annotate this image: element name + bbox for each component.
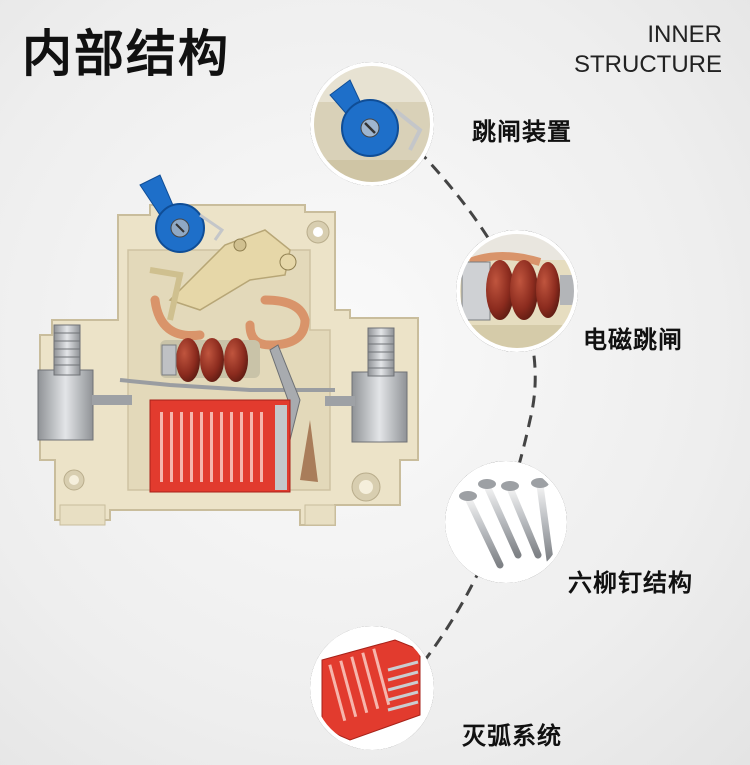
callout-label-arc-chute: 灭弧系统 <box>462 722 562 750</box>
arc-chute <box>149 399 291 493</box>
callout-label-coil: 电磁跳闸 <box>583 326 683 354</box>
callout-label-rivets: 六柳钉结构 <box>568 569 693 597</box>
blue-trip-lever <box>139 174 225 253</box>
right-terminal <box>325 327 408 443</box>
copper-braid <box>150 295 205 341</box>
rivet-icon <box>501 481 542 559</box>
callout-rivets <box>445 461 567 583</box>
callout-arc-chute <box>310 626 434 750</box>
left-terminal <box>37 324 132 441</box>
page-title: 内部结构 <box>22 25 230 83</box>
connector-curve <box>416 148 537 661</box>
callout-coil <box>456 230 578 352</box>
page-subtitle-en: INNER STRUCTURE <box>574 20 722 80</box>
latch-linkage <box>149 229 297 321</box>
copper-braid <box>245 295 310 350</box>
callout-label-trip-device: 跳闸装置 <box>472 118 572 146</box>
callout-trip-device <box>310 62 434 186</box>
rivet-icon <box>459 491 504 569</box>
subtitle-line-1: INNER <box>647 21 722 48</box>
electromagnetic-coil <box>160 338 260 382</box>
rivet-icon <box>531 478 554 564</box>
rivet-icon <box>478 479 522 559</box>
subtitle-line-2: STRUCTURE <box>574 51 722 78</box>
